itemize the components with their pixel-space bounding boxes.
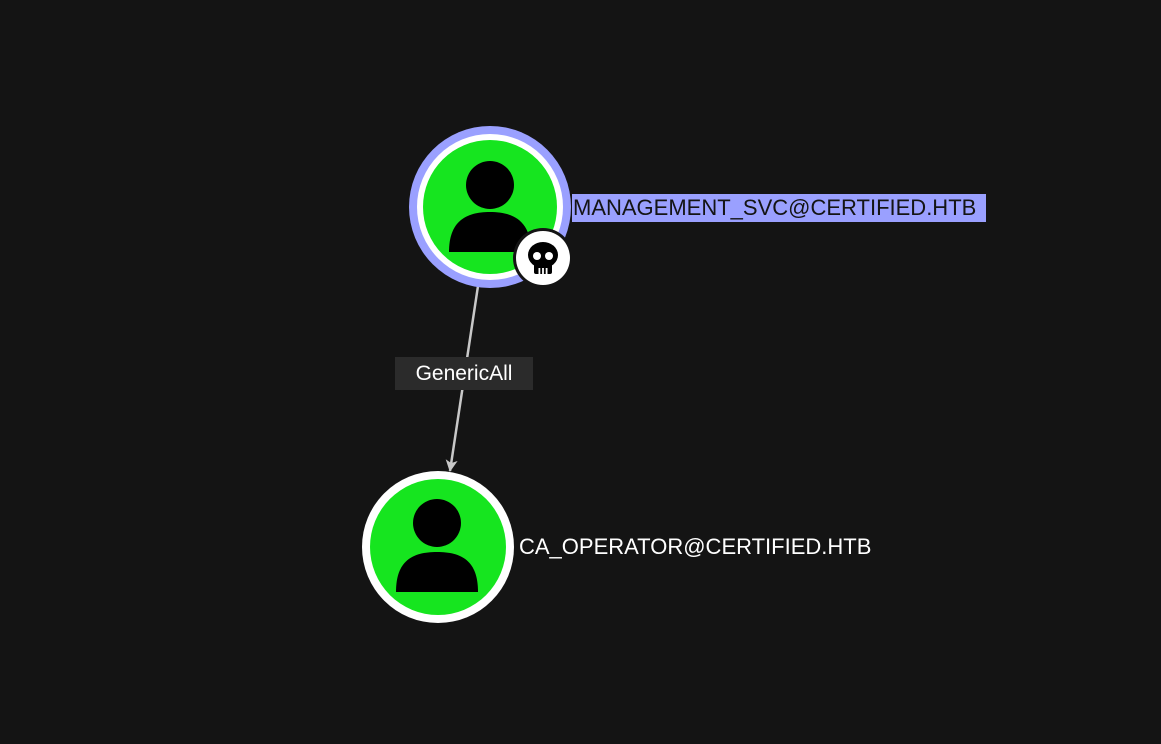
node-label-ca-operator[interactable]: CA_OPERATOR@CERTIFIED.HTB bbox=[519, 534, 872, 559]
node-management-svc[interactable] bbox=[409, 126, 573, 288]
node-ca-operator[interactable] bbox=[362, 471, 514, 623]
node-label-management-svc[interactable]: MANAGEMENT_SVC@CERTIFIED.HTB bbox=[572, 194, 987, 222]
edge-label-genericall[interactable]: GenericAll bbox=[395, 357, 533, 390]
user-icon bbox=[449, 161, 531, 252]
user-icon bbox=[396, 499, 478, 592]
skull-icon bbox=[513, 228, 573, 288]
